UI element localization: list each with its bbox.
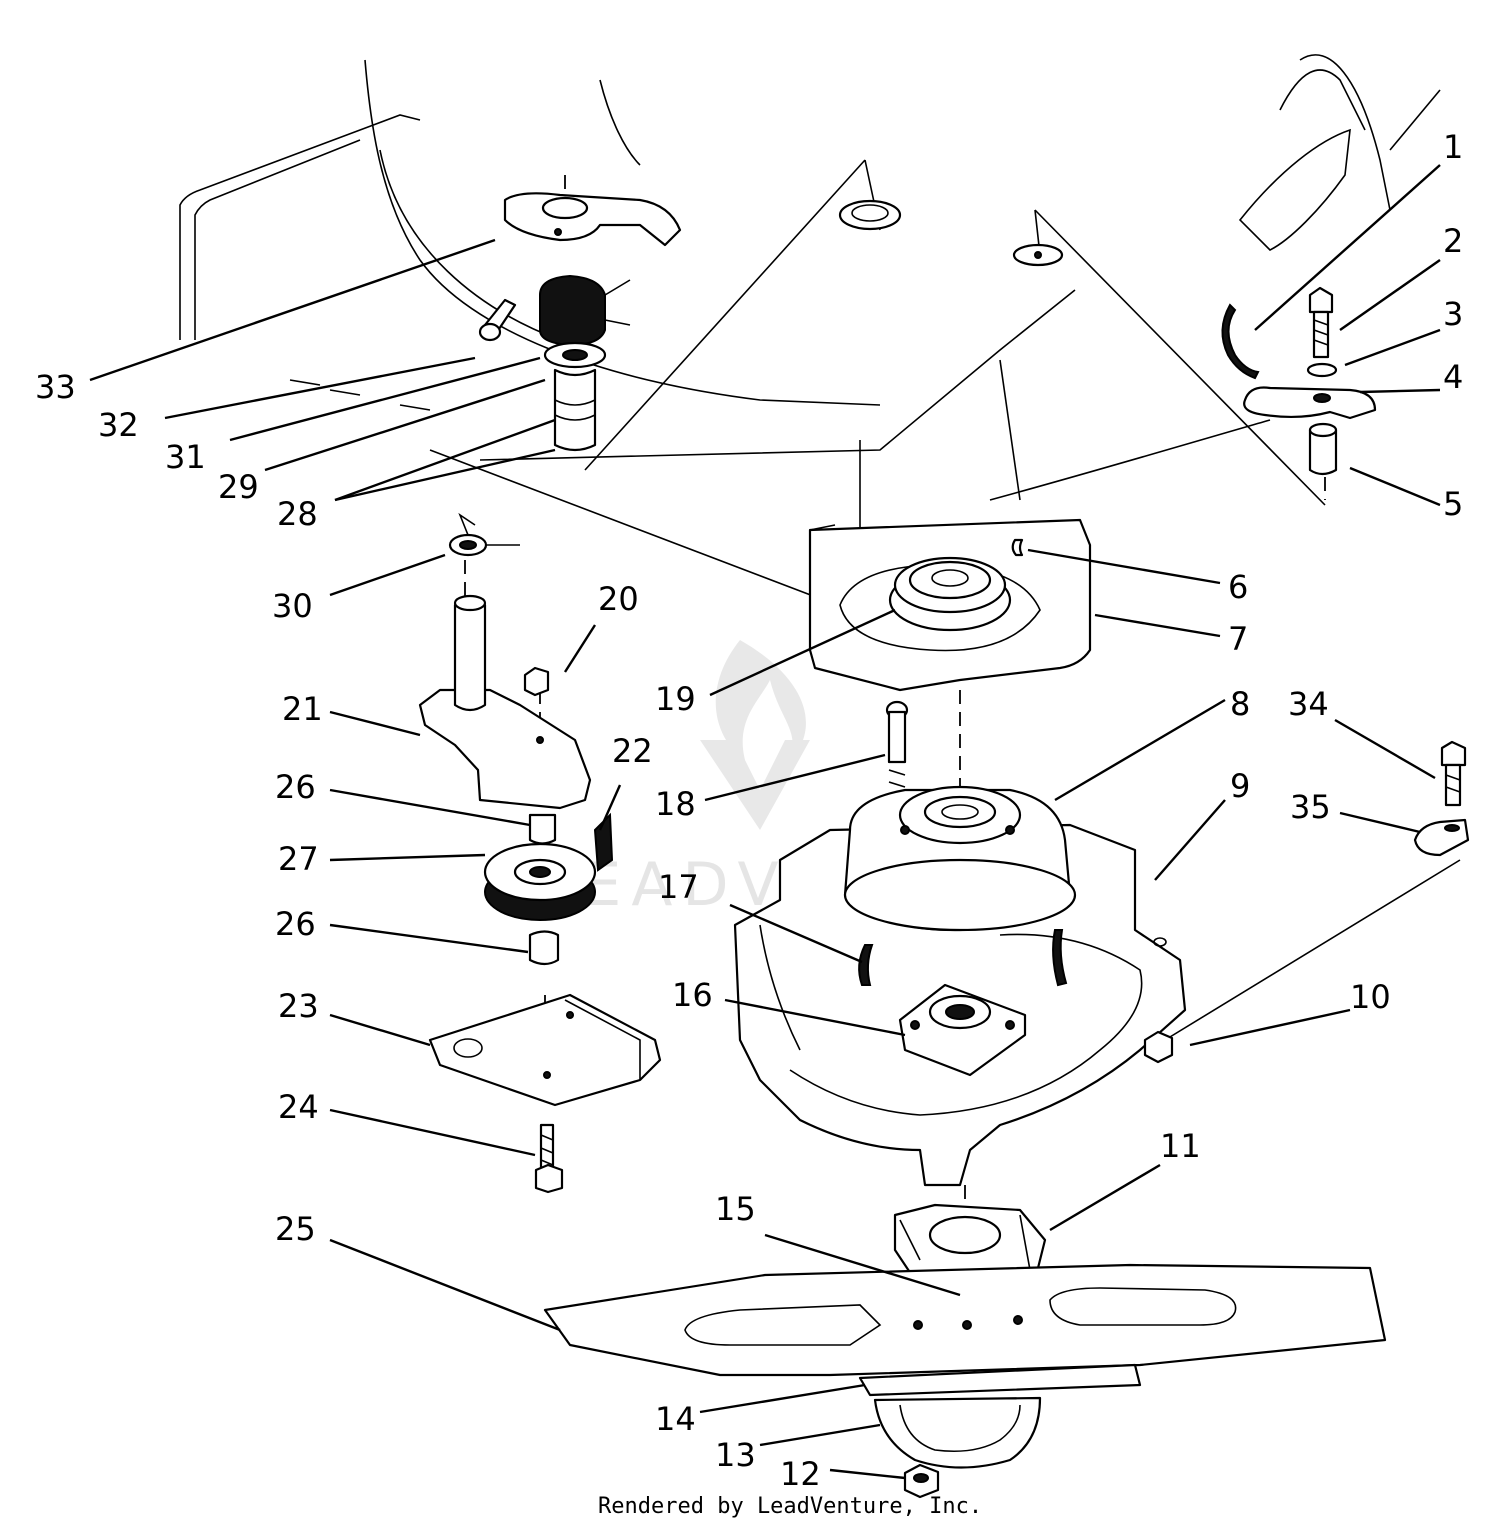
part-31-spring: [539, 274, 631, 347]
part-35-washer-plate: [1413, 818, 1470, 857]
credit-text: Rendered by LeadVenture, Inc.: [598, 1494, 982, 1519]
callout-5: 5: [1443, 485, 1463, 523]
callout-32: 32: [98, 406, 139, 444]
deck-washer-top: [838, 199, 1064, 267]
callout-26-upper: 26: [275, 768, 316, 806]
part-17-clip-right: [1052, 929, 1068, 987]
callout-9: 9: [1230, 767, 1250, 805]
part-10-nut: [1143, 1030, 1174, 1064]
callout-18: 18: [655, 785, 696, 823]
callout-23: 23: [278, 987, 319, 1025]
part-25-blade: [543, 1263, 1387, 1377]
part-13-blade-cup: [873, 1396, 1042, 1469]
callout-11: 11: [1160, 1127, 1201, 1165]
callout-24: 24: [278, 1088, 319, 1126]
part-5-spacer: [1308, 422, 1338, 476]
callout-28: 28: [277, 495, 318, 533]
part-26-spacer-upper: [528, 813, 557, 845]
callout-7: 7: [1228, 620, 1248, 658]
callout-13: 13: [715, 1436, 756, 1474]
callout-12: 12: [780, 1455, 821, 1493]
callout-2: 2: [1443, 222, 1463, 260]
part-33-lever: [503, 192, 682, 247]
leader-lines: [89, 164, 1441, 1480]
callout-4: 4: [1443, 358, 1463, 396]
part-34-bolt: [1440, 740, 1467, 807]
callout-3: 3: [1443, 295, 1463, 333]
callout-14: 14: [655, 1400, 696, 1438]
part-6-pin: [1011, 538, 1024, 557]
callout-8: 8: [1230, 685, 1250, 723]
part-2-bolt: [1308, 286, 1334, 359]
part-1-clip: [1221, 303, 1260, 380]
callout-22: 22: [612, 732, 653, 770]
part-16-bearing: [898, 983, 1027, 1077]
callout-20: 20: [598, 580, 639, 618]
part-3-washer: [1306, 362, 1338, 378]
callout-27: 27: [278, 840, 319, 878]
callout-21: 21: [282, 690, 323, 728]
callout-labels: 1 2 3 4 5 6 7 8 9 10 11 12 13 14 15 16 1…: [35, 128, 1463, 1493]
part-24-bolt: [534, 1123, 564, 1194]
callout-16: 16: [672, 976, 713, 1014]
part-14-stiffener: [858, 1363, 1142, 1397]
deck-housing: [179, 54, 1441, 611]
callout-10: 10: [1350, 978, 1391, 1016]
callout-15: 15: [715, 1190, 756, 1228]
part-29-washer: [543, 341, 607, 369]
part-19-pulley: [888, 556, 1012, 632]
part-20-nut: [523, 666, 550, 697]
callout-31: 31: [165, 438, 206, 476]
part-30-spring: [448, 512, 520, 557]
part-8-spindle-pulley: [843, 785, 1077, 932]
callout-19: 19: [655, 680, 696, 718]
part-4-bracket: [1243, 386, 1377, 420]
callout-26-lower: 26: [275, 905, 316, 943]
part-12-nut: [903, 1463, 940, 1499]
callout-29: 29: [218, 468, 259, 506]
callout-30: 30: [272, 587, 313, 625]
part-17-clip-left: [858, 944, 874, 986]
part-18-stud: [885, 700, 909, 788]
part-32-bolt: [478, 298, 517, 342]
part-28-bushing: [553, 368, 597, 452]
callout-17: 17: [658, 868, 699, 906]
callout-25: 25: [275, 1210, 316, 1248]
part-23-plate: [428, 993, 662, 1107]
part-27-idler-pulley: [483, 842, 597, 921]
callout-6: 6: [1228, 568, 1248, 606]
callout-35: 35: [1290, 788, 1331, 826]
part-26-spacer-lower: [528, 930, 560, 966]
part-21-idler-arm: [418, 594, 592, 810]
callout-1: 1: [1443, 128, 1463, 166]
callout-33: 33: [35, 368, 76, 406]
callout-34: 34: [1288, 685, 1329, 723]
